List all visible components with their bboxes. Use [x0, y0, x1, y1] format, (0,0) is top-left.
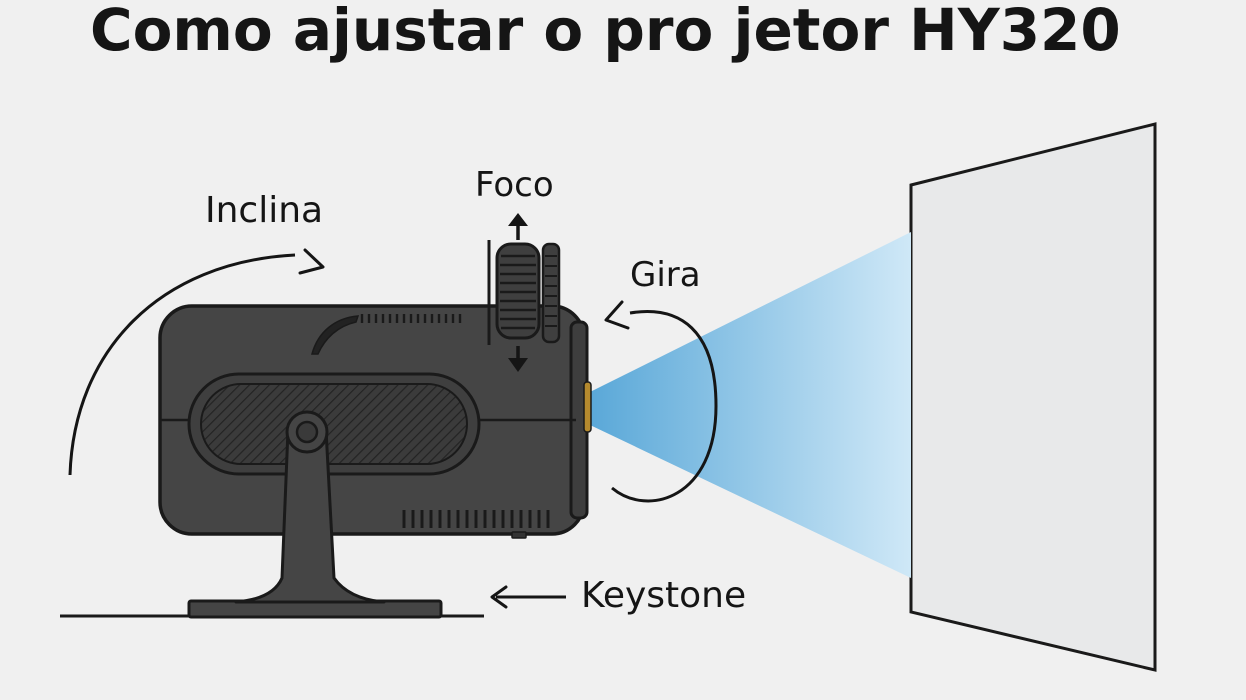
rotate-label: Gira [630, 255, 701, 295]
focus-wheel-side [541, 242, 561, 344]
tilt-arrow-head [298, 248, 325, 275]
focus-wheel-side-ridges [545, 255, 557, 327]
keystone-arrow-head [490, 585, 508, 609]
diagram-title: Como ajustar o pro jetor HY320 [90, 0, 1121, 64]
tilt-label: Inclina [205, 190, 323, 231]
focus-up-arrow [508, 213, 528, 240]
focus-down-arrow [508, 346, 528, 372]
speaker-grille [200, 383, 468, 465]
bottom-vent-slots [402, 510, 550, 528]
tilt-arrow [68, 253, 296, 476]
top-vent-swoosh [311, 315, 360, 355]
stand-neck [234, 428, 386, 604]
lens-glass [583, 381, 592, 433]
bottom-foot [511, 531, 527, 539]
stand-pivot-cap [295, 420, 319, 444]
rotate-arrow-head [604, 300, 630, 330]
light-beam [590, 232, 911, 578]
rotate-arrow [611, 310, 718, 503]
keystone-label: Keystone [581, 575, 746, 616]
focus-label: Foco [475, 165, 554, 205]
focus-wheel-ridges [500, 254, 536, 330]
top-vent-slots [360, 314, 462, 323]
projection-screen [909, 122, 1157, 672]
